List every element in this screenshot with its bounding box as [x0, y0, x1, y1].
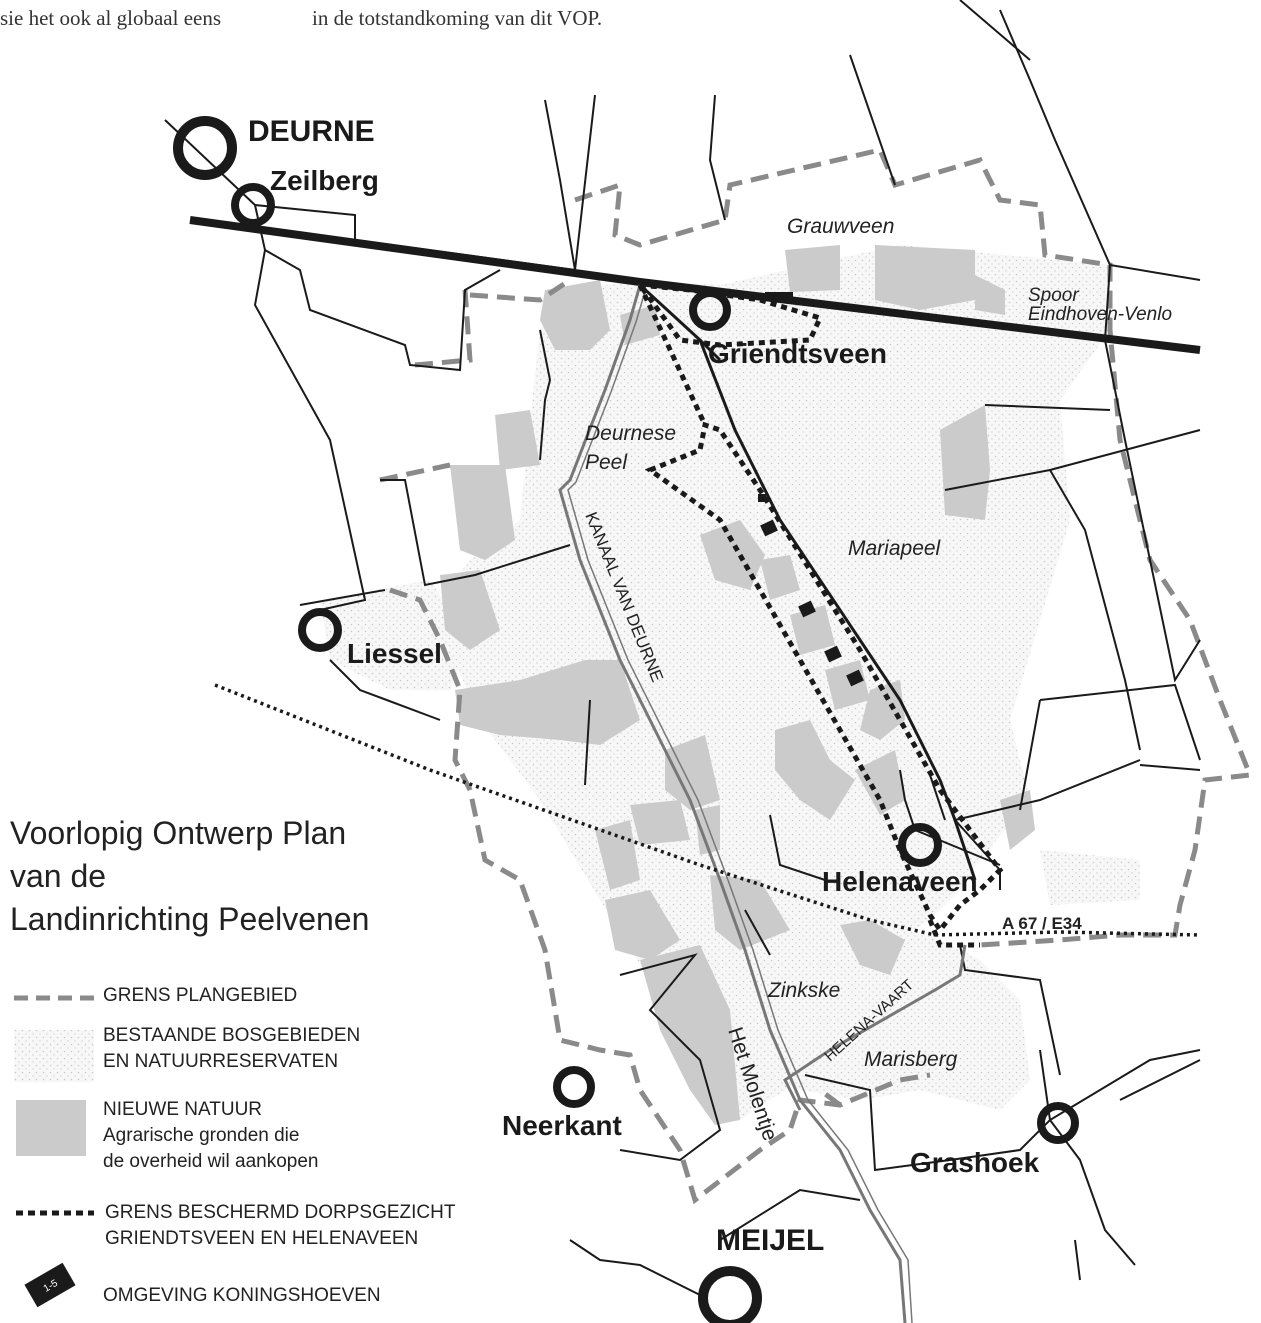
- label-neerkant: Neerkant: [502, 1110, 622, 1141]
- meijel-marker: [698, 1266, 762, 1323]
- legend-nieuwe-natuur-swatch: [16, 1100, 86, 1156]
- koningshoeven-markers: [758, 292, 864, 687]
- label-deurne: DEURNE: [248, 115, 375, 148]
- label-a67: A 67 / E34: [1002, 914, 1082, 933]
- label-liessel: Liessel: [347, 638, 442, 669]
- protected-village-boundary: [634, 281, 1004, 948]
- label-mariapeel: Mariapeel: [848, 537, 942, 560]
- legend-item-grens-plangebied: GRENS PLANGEBIED: [103, 985, 298, 1006]
- label-deurnese: Deurnese: [585, 422, 676, 445]
- kanaal-van-deurne: [558, 284, 913, 1323]
- new-nature-areas: [440, 245, 1035, 1125]
- neerkant-marker: [553, 1066, 595, 1108]
- label-zeilberg: Zeilberg: [270, 165, 379, 196]
- legend-title-line: Landinrichting Peelvenen: [10, 901, 370, 937]
- legend-item-dorpsgezicht: GRENS BESCHERMD DORPSGEZICHT GRIENDTSVEE…: [105, 1202, 456, 1249]
- label-helenaveen: Helenaveen: [822, 866, 978, 897]
- label-grauwveen: Grauwveen: [787, 215, 894, 238]
- header-text-right: in de totstandkoming van dit VOP.: [312, 6, 603, 30]
- legend-title-line: Voorlopig Ontwerp Plan: [10, 815, 347, 851]
- helenaveen-marker: [898, 823, 942, 867]
- legend-item-koningshoeven: OMGEVING KONINGSHOEVEN: [103, 1285, 381, 1306]
- legend-koningshoeven-badge: 1-5: [24, 1262, 76, 1308]
- legend-item-nieuwe-natuur: NIEUWE NATUUR Agrarische gronden die de …: [103, 1099, 319, 1172]
- grashoek-marker: [1037, 1102, 1079, 1144]
- label-zinkske: Zinkske: [767, 979, 840, 1002]
- place-labels: DEURNE Zeilberg Griendtsveen Liessel Hel…: [248, 115, 1040, 1257]
- plan-boundary: [379, 147, 1254, 1205]
- label-spoor: Spoor: [1028, 285, 1079, 306]
- label-peel: Peel: [585, 451, 628, 474]
- village-markers: [173, 116, 1079, 1323]
- griendtsveen-marker: [689, 289, 731, 331]
- legend-title-line: van de: [10, 858, 107, 894]
- legend-title: Voorlopig Ontwerp Plan van de Landinrich…: [10, 812, 480, 941]
- legend-bos-swatch: [14, 1030, 94, 1082]
- railway: [189, 216, 1201, 354]
- area-labels: Grauwveen Deurnese Peel Mariapeel Zinksk…: [585, 215, 958, 1071]
- highway-a67: [214, 683, 1201, 937]
- deurne-marker: [173, 116, 237, 180]
- zeilberg-marker: [231, 183, 275, 227]
- label-marisberg: Marisberg: [864, 1048, 958, 1071]
- label-griendtsveen: Griendtsveen: [708, 338, 887, 369]
- forest-areas: [320, 245, 1140, 1120]
- legend-symbols: 1-5: [14, 995, 96, 1308]
- header-text-left: sie het ook al globaal eens: [0, 6, 222, 30]
- label-meijel: MEIJEL: [716, 1224, 824, 1257]
- helena-vaart: [783, 944, 967, 1111]
- liessel-marker: [298, 608, 342, 652]
- label-grashoek: Grashoek: [910, 1147, 1040, 1178]
- label-spoor-line: Eindhoven-Venlo: [1028, 304, 1172, 325]
- legend-item-bosgebieden: BESTAANDE BOSGEBIEDEN EN NATUURRESERVATE…: [103, 1025, 361, 1072]
- griendtsveen-road: [638, 283, 977, 881]
